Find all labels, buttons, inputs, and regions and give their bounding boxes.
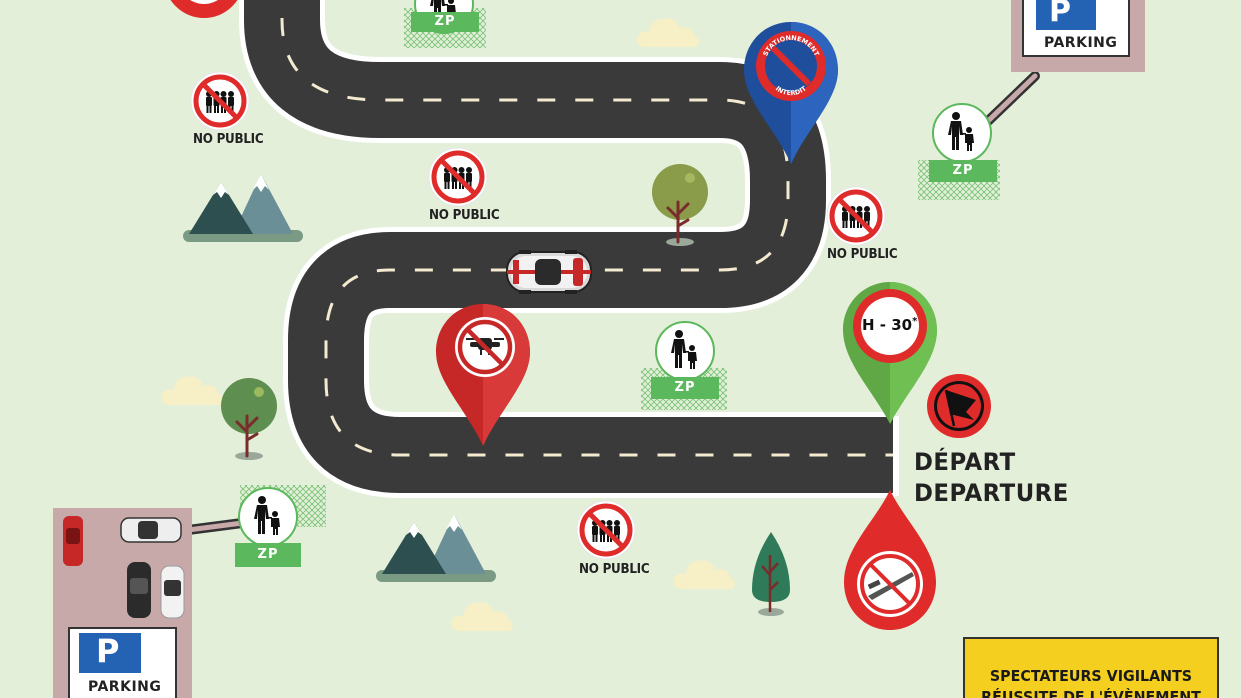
no-parking-pin-icon: STATIONNEMENT INTERDIT bbox=[744, 22, 838, 164]
spectator-zone-icon bbox=[932, 103, 992, 163]
no-public-label: NO PUBLIC bbox=[429, 208, 500, 223]
cloud-icon bbox=[637, 18, 699, 47]
no-public-label: NO PUBLIC bbox=[193, 132, 264, 147]
speed-limit-pin-icon bbox=[843, 282, 937, 424]
cloud-icon bbox=[673, 560, 735, 589]
departure-en: DEPARTURE bbox=[914, 479, 1069, 507]
no-public-label: NO PUBLIC bbox=[827, 247, 898, 262]
no-vehicle-pin-icon bbox=[844, 490, 936, 630]
tree-icon bbox=[219, 376, 279, 460]
speed-limit-label: H - 30* bbox=[862, 316, 918, 334]
banner-line2: RÉUSSITE DE L'ÉVÈNEMENT bbox=[981, 688, 1201, 698]
spectator-zone-label: ZP bbox=[651, 377, 719, 399]
spectator-zone-label: ZP bbox=[411, 12, 479, 32]
parking-area bbox=[1011, 0, 1145, 72]
parking-label: PARKING bbox=[88, 679, 162, 695]
parking-letter: P bbox=[96, 632, 120, 670]
parking-letter: P bbox=[1049, 0, 1071, 29]
spectator-zone-label: ZP bbox=[929, 160, 997, 182]
spectator-zone-icon bbox=[238, 487, 298, 547]
race-road bbox=[239, 0, 899, 498]
mountain-icon bbox=[376, 514, 496, 582]
car-icon bbox=[160, 565, 185, 619]
spectator-zone-icon bbox=[655, 321, 715, 381]
departure-fr: DÉPART bbox=[914, 448, 1016, 476]
forbidden-sign-icon bbox=[170, 0, 238, 18]
parking-icon bbox=[79, 633, 141, 673]
start-flag-icon bbox=[927, 374, 991, 438]
car-icon bbox=[63, 516, 83, 566]
no-public-icon bbox=[827, 187, 885, 245]
svg-text:INTERDIT: INTERDIT bbox=[774, 84, 808, 97]
parking-area bbox=[53, 508, 192, 698]
no-public-icon bbox=[191, 72, 249, 130]
parking-icon bbox=[1036, 0, 1096, 30]
car-icon bbox=[506, 250, 592, 294]
no-parking-badge-line2: INTERDIT bbox=[774, 84, 808, 97]
parking-label: PARKING bbox=[1044, 35, 1118, 51]
mountain-icon bbox=[183, 174, 303, 242]
no-public-label: NO PUBLIC bbox=[579, 562, 650, 577]
cloud-icon bbox=[451, 602, 513, 631]
spectator-banner: SPECTATEURS VIGILANTS RÉUSSITE DE L'ÉVÈN… bbox=[963, 637, 1219, 698]
tree-icon bbox=[752, 532, 790, 616]
no-public-icon bbox=[577, 501, 635, 559]
departure-label: DÉPART DEPARTURE bbox=[914, 447, 1069, 509]
no-drone-pin-icon bbox=[436, 304, 530, 446]
spectator-zone-label: ZP bbox=[235, 543, 301, 567]
cloud-icon bbox=[161, 376, 223, 405]
car-icon bbox=[120, 517, 182, 543]
banner-line1: SPECTATEURS VIGILANTS bbox=[989, 667, 1193, 685]
car-icon bbox=[127, 562, 151, 618]
no-public-icon bbox=[429, 148, 487, 206]
